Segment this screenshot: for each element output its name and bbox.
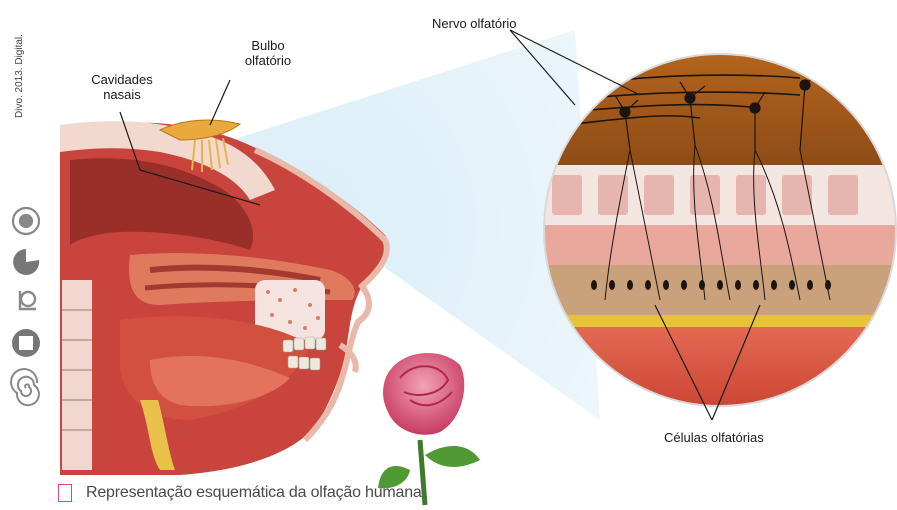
microscope-icon (20, 291, 36, 309)
label-cavidades-line1: Cavidades (72, 72, 172, 87)
label-cavidades-line2: nasais (72, 87, 172, 102)
label-celulas: Células olfatórias (664, 430, 764, 445)
icon-column (10, 205, 42, 420)
label-cavidades: Cavidades nasais (72, 72, 172, 102)
caption-marker (58, 484, 72, 502)
spiral-icon (11, 369, 39, 405)
label-nervo: Nervo olfatório (432, 16, 517, 31)
label-bulbo: Bulbo olfatório (232, 38, 304, 68)
pacman-icon (13, 249, 39, 275)
image-credit: Divo. 2013. Digital. (14, 34, 25, 118)
target-icon (13, 208, 39, 234)
square-icon (12, 329, 40, 357)
label-bulbo-line1: Bulbo (232, 38, 304, 53)
rose (378, 353, 480, 505)
figure-caption: Representação esquemática da olfação hum… (86, 484, 422, 502)
label-bulbo-line2: olfatório (232, 53, 304, 68)
